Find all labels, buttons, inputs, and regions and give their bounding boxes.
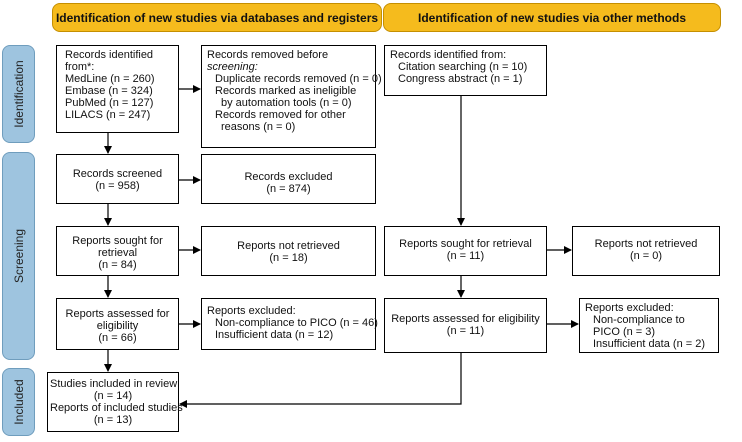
- box-line: Records removed for other: [215, 109, 346, 121]
- arrow-to-included: [179, 353, 462, 408]
- box-line: (n = 13): [93, 414, 133, 426]
- other-reports-not-retrieved-box: Reports not retrieved (n = 0): [572, 226, 720, 276]
- box-line: (n = 11): [446, 325, 485, 337]
- box-line: Records marked as ineligible: [215, 85, 357, 97]
- box-line: reasons (n = 0): [221, 121, 296, 133]
- other-reports-assessed-box: Reports assessed for eligibility (n = 11…: [384, 298, 547, 353]
- box-line: Records identified from:: [390, 49, 507, 61]
- box-line: Citation searching (n = 10): [398, 61, 528, 73]
- box-line: by automation tools (n = 0): [221, 97, 352, 109]
- box-line: Insufficient data (n = 2): [593, 338, 706, 350]
- box-line: Reports not retrieved: [594, 238, 698, 250]
- box-line: Reports of included studies: [50, 402, 183, 414]
- studies-included-box: Studies included in review (n = 14) Repo…: [47, 372, 183, 432]
- box-line: Reports sought for: [72, 235, 163, 247]
- box-line: Records identified: [65, 49, 154, 61]
- box-line: (n = 11): [446, 250, 485, 262]
- box-line: Non-compliance to: [593, 314, 685, 326]
- other-reports-excluded-box: Reports excluded: Non-compliance to PICO…: [579, 298, 719, 353]
- box-line: PICO (n = 3): [593, 326, 656, 338]
- records-screened-box: Records screened (n = 958): [56, 154, 179, 204]
- box-line: (n = 18): [269, 252, 308, 264]
- box-line: LILACS (n = 247): [65, 109, 151, 121]
- box-line: Embase (n = 324): [65, 85, 153, 97]
- reports-assessed-box: Reports assessed for eligibility (n = 66…: [56, 298, 179, 350]
- box-line: Reports not retrieved: [237, 240, 340, 252]
- reports-sought-box: Reports sought for retrieval (n = 84): [56, 226, 179, 276]
- box-line: Reports sought for retrieval: [399, 238, 532, 250]
- box-line: PubMed (n = 127): [65, 97, 154, 109]
- box-line: Congress abstract (n = 1): [398, 73, 523, 85]
- box-line: (n = 958): [95, 180, 140, 192]
- box-line: Reports excluded:: [207, 305, 296, 317]
- box-line: from*:: [65, 61, 95, 73]
- box-line: Duplicate records removed (n = 0): [215, 73, 382, 85]
- phase-screening: Screening: [2, 152, 35, 360]
- box-line: (n = 874): [266, 183, 311, 195]
- reports-excluded-box: Reports excluded: Non-compliance to PICO…: [201, 298, 378, 350]
- box-line: (n = 84): [98, 259, 137, 271]
- box-line: retrieval: [97, 247, 138, 259]
- box-line: eligibility: [96, 320, 139, 332]
- header-other-methods: Identification of new studies via other …: [383, 3, 721, 32]
- phase-identification: Identification: [2, 45, 35, 143]
- box-line: MedLine (n = 260): [65, 73, 155, 85]
- box-line: Studies included in review: [50, 378, 178, 390]
- records-identified-box: Records identified from*: MedLine (n = 2…: [56, 45, 179, 133]
- box-line: Reports assessed for: [65, 308, 170, 320]
- phase-included: Included: [2, 368, 35, 436]
- box-line: screening:: [207, 61, 258, 73]
- records-removed-box: Records removed before screening: Duplic…: [201, 45, 382, 148]
- box-line: (n = 66): [98, 332, 137, 344]
- box-line: (n = 0): [629, 250, 663, 262]
- box-line: Reports excluded:: [585, 302, 674, 314]
- other-records-identified-box: Records identified from: Citation search…: [384, 45, 547, 96]
- box-line: Records removed before: [207, 49, 329, 61]
- records-excluded-box: Records excluded (n = 874): [201, 154, 376, 204]
- box-line: Records screened: [72, 168, 163, 180]
- box-line: (n = 14): [93, 390, 133, 402]
- box-line: Records excluded: [244, 171, 333, 183]
- box-line: Insufficient data (n = 12): [215, 329, 334, 341]
- other-reports-sought-box: Reports sought for retrieval (n = 11): [384, 226, 547, 276]
- box-line: Non-compliance to PICO (n = 46): [215, 317, 378, 329]
- header-databases: Identification of new studies via databa…: [52, 3, 382, 32]
- box-line: Reports assessed for eligibility: [391, 313, 540, 325]
- reports-not-retrieved-box: Reports not retrieved (n = 18): [201, 226, 376, 276]
